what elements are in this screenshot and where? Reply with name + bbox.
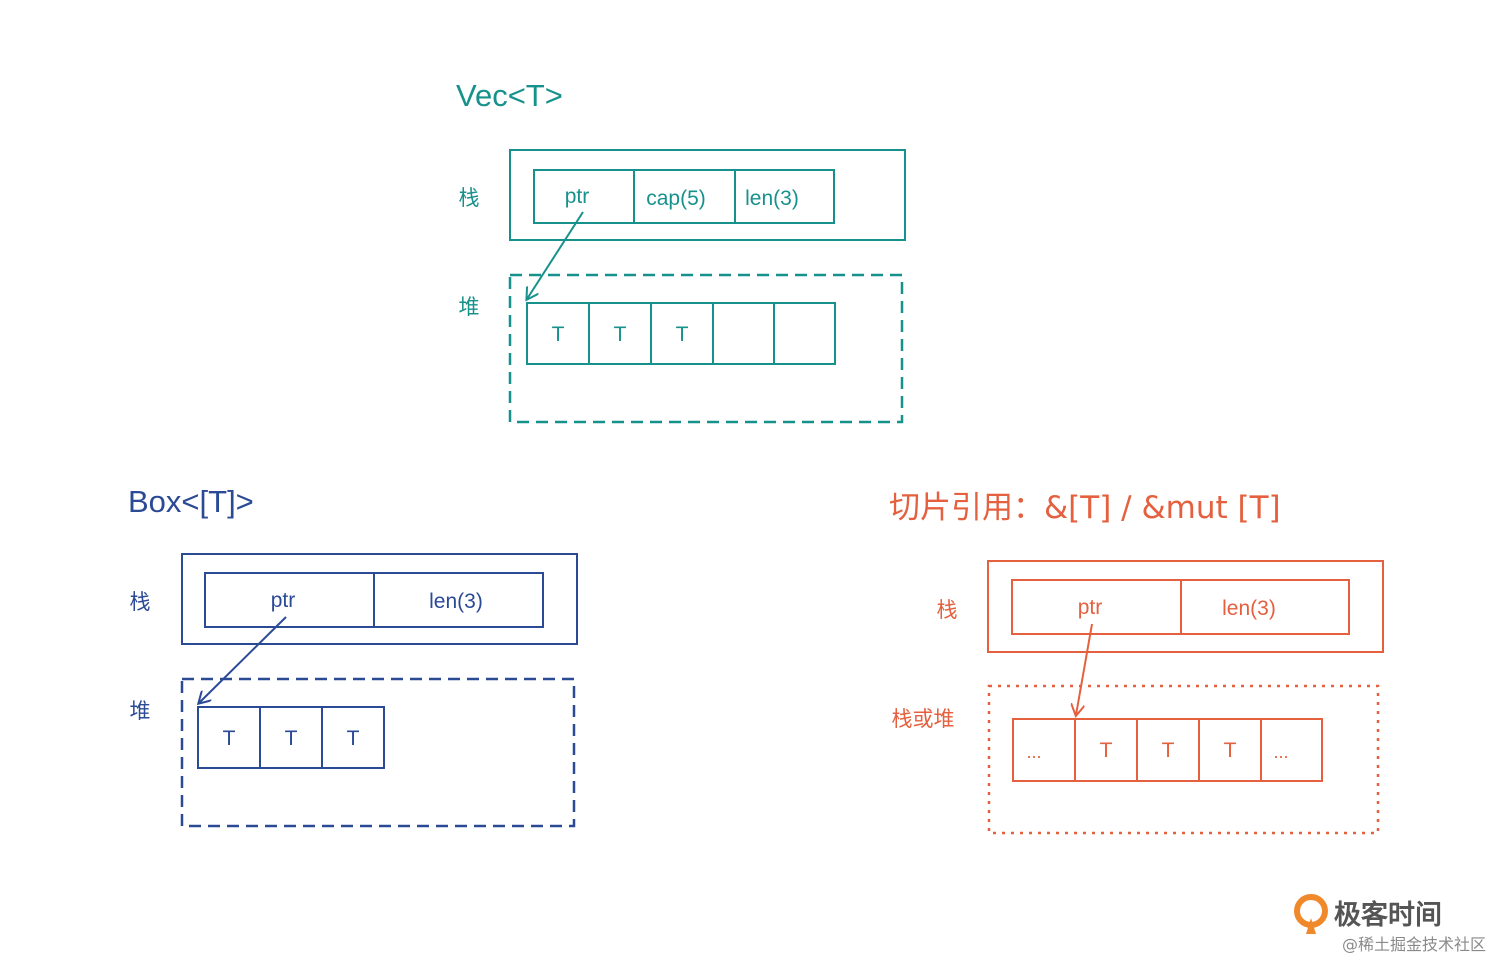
slice-cell-text: T <box>1224 739 1237 762</box>
vec-ptr-arrow <box>527 211 584 299</box>
box-heap-cell <box>321 706 385 769</box>
box-heap-frame <box>180 677 576 828</box>
slice-cell-text: ... <box>1273 742 1288 762</box>
vec-heap-cell-text: T <box>676 323 689 346</box>
vec-field-cap: cap(5) <box>646 187 706 210</box>
slice-cell <box>1012 718 1076 782</box>
slice-stack-label: 栈 <box>937 598 958 622</box>
box-fields: ptr len(3) <box>204 572 544 628</box>
box-heap-label: 堆 <box>130 699 151 723</box>
vec-heap-frame <box>508 273 904 424</box>
box-stack-label: 栈 <box>130 590 151 614</box>
slice-cell-text: T <box>1100 739 1113 762</box>
slice-field-len: len(3) <box>1222 597 1276 620</box>
vec-heap-cell-text: T <box>552 323 565 346</box>
vec-heap-cell-text: T <box>614 323 627 346</box>
slice-cell-text: ... <box>1026 742 1041 762</box>
vec-stack-frame <box>509 149 906 241</box>
vec-diagram: Vec<T> 栈 堆 ptr cap(5) len(3) T T T <box>456 78 906 424</box>
box-heap-cell-text: T <box>285 727 298 750</box>
vec-fields: ptr cap(5) len(3) <box>533 169 835 224</box>
slice-cell-text: T <box>1162 739 1175 762</box>
box-heap-cell-text: T <box>347 727 360 750</box>
box-heap-cells: T T T <box>197 706 385 769</box>
slice-stack-frame <box>987 560 1384 653</box>
slice-cell <box>1260 718 1323 782</box>
slice-fields: ptr len(3) <box>1011 579 1350 635</box>
slice-cells: ... T T T ... <box>1012 718 1323 782</box>
watermark-sub: @稀土掘金技术社区 <box>1342 935 1486 954</box>
slice-field-box <box>1180 579 1350 635</box>
vec-heap-label: 堆 <box>459 295 480 319</box>
watermark-brand: 极客时间 <box>1334 899 1442 931</box>
vec-heap-cell <box>773 302 836 365</box>
geektime-logo-icon <box>1294 894 1328 934</box>
vec-heap-cells: T T T <box>526 302 836 365</box>
box-stack-frame <box>181 553 578 645</box>
slice-field-ptr: ptr <box>1078 596 1103 619</box>
vec-title: Vec<T> <box>456 78 563 113</box>
slice-diagram: 切片引用：&[T] / &mut [T] 栈 栈或堆 ptr len(3) ..… <box>889 490 1384 835</box>
slice-ptr-arrow <box>1076 623 1093 715</box>
slice-title: 切片引用：&[T] / &mut [T] <box>889 490 1281 526</box>
box-ptr-arrow <box>199 616 287 703</box>
vec-field-len: len(3) <box>745 187 799 210</box>
vec-field-box <box>734 169 835 224</box>
watermark: 极客时间 @稀土掘金技术社区 <box>1294 894 1486 954</box>
box-heap-cell-text: T <box>223 727 236 750</box>
box-diagram: Box<[T]> 栈 堆 ptr len(3) T T T <box>128 484 578 828</box>
box-title: Box<[T]> <box>128 484 254 519</box>
vec-field-ptr: ptr <box>565 185 590 208</box>
vec-stack-label: 栈 <box>459 186 480 210</box>
box-field-box <box>373 572 544 628</box>
slice-heap-label: 栈或堆 <box>892 707 955 731</box>
slice-memory-frame <box>987 684 1380 835</box>
vec-heap-cell <box>712 302 775 365</box>
box-field-len: len(3) <box>429 590 483 613</box>
box-field-ptr: ptr <box>271 589 296 612</box>
